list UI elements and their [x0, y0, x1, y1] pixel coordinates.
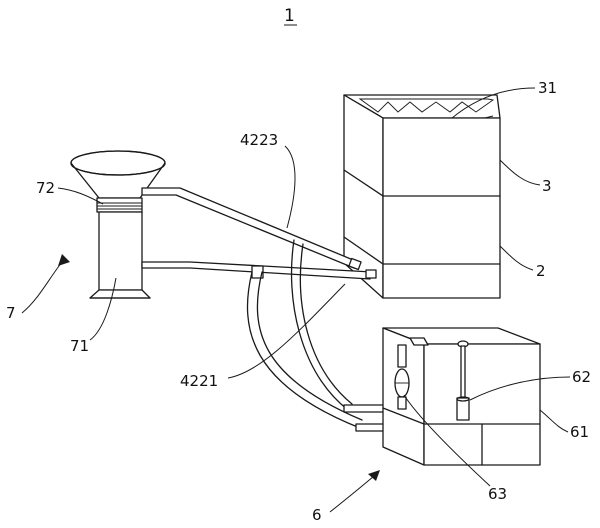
- filter-pipe-top: [397, 344, 407, 368]
- label-31: 31: [538, 79, 557, 97]
- leader-31: [451, 87, 536, 119]
- label-72: 72: [36, 179, 55, 197]
- upper-hose-connector: [343, 404, 385, 413]
- label-4223: 4223: [240, 131, 278, 149]
- label-7: 7: [6, 304, 16, 322]
- leader-3: [499, 159, 541, 186]
- leader-6: [329, 475, 375, 513]
- left-hose-inner: [256, 271, 363, 421]
- leader-72: [57, 187, 104, 205]
- neck-band-72: [96, 197, 143, 213]
- filter-pipe-bottom: [397, 396, 407, 410]
- rod-62: [460, 345, 466, 399]
- box-front-face: [382, 117, 501, 299]
- figure-number: 1: [284, 6, 295, 26]
- pipe-network: [141, 187, 401, 432]
- leader-63: [403, 394, 491, 487]
- leader-7: [21, 261, 63, 314]
- upper-feed-pipe: [141, 187, 359, 269]
- label-3: 3: [542, 177, 552, 195]
- label-71: 71: [70, 337, 89, 355]
- label-61: 61: [570, 423, 589, 441]
- rod-base-62: [456, 397, 470, 421]
- cylinder-base: [89, 289, 151, 299]
- leader-4221: [227, 283, 346, 379]
- tank-division-left: [382, 407, 425, 425]
- arrow-6: [368, 470, 380, 481]
- rod-base-top: [456, 396, 470, 402]
- tank-assembly-6: [382, 327, 541, 466]
- zigzag-slot-31: [358, 98, 495, 113]
- tank-top-notch: [409, 337, 429, 346]
- funnel-rim-outline: [70, 150, 166, 176]
- leader-62: [469, 376, 571, 401]
- lower-pipe-cap: [365, 269, 377, 279]
- label-2: 2: [536, 262, 546, 280]
- left-hose-outer: [246, 271, 361, 429]
- upper-pipe-cap: [348, 257, 362, 271]
- box-left-face: [343, 94, 384, 299]
- leader-71: [89, 277, 117, 341]
- cylinder-71: [98, 211, 143, 291]
- label-63: 63: [488, 485, 507, 503]
- label-6: 6: [312, 506, 322, 524]
- callouts: 31 3 2 4223 72 7 71 4221 62 61 63 6: [6, 79, 591, 524]
- arrow-7: [58, 254, 70, 266]
- label-4221: 4221: [180, 372, 218, 390]
- leader-2: [499, 245, 534, 271]
- division-3-left: [343, 169, 384, 197]
- right-hose-inner: [299, 243, 353, 405]
- leader-4223: [284, 145, 296, 229]
- right-hose-outer: [290, 239, 349, 411]
- hopper-assembly-7: [70, 150, 166, 299]
- label-62: 62: [572, 368, 591, 386]
- stacked-box-2-3: [343, 94, 501, 299]
- division-2-left: [343, 236, 384, 265]
- leader-61: [539, 409, 569, 433]
